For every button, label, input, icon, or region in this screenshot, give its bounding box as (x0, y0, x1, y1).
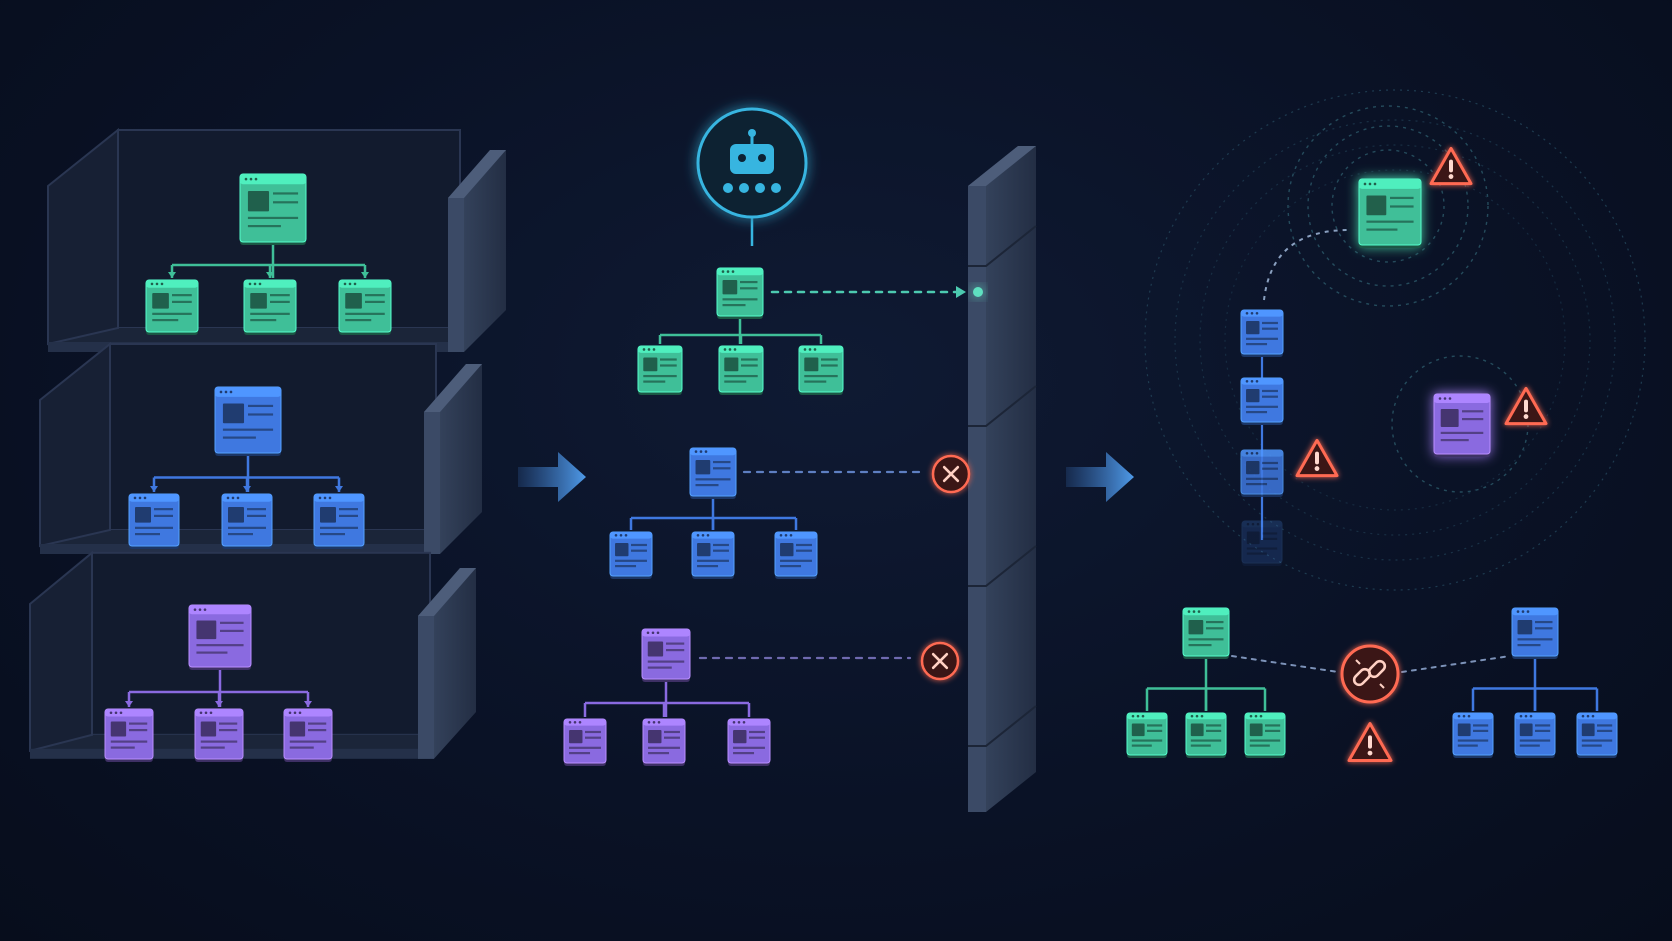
x-circle-icon (920, 641, 960, 681)
tree-connector (629, 496, 798, 530)
page-card-icon (214, 386, 282, 456)
tree-connector (583, 679, 751, 717)
page-card-icon (243, 279, 297, 335)
page-card-icon (689, 447, 737, 499)
page-card-icon (609, 531, 653, 579)
tree-connector (125, 667, 312, 707)
page-card-icon (691, 531, 735, 579)
allowed-arrow-head (956, 286, 966, 298)
page-card-icon (128, 493, 180, 549)
orphan-path (1263, 229, 1351, 301)
broken-link-path (1401, 655, 1511, 673)
page-card-icon (1358, 178, 1422, 248)
page-card-icon (1244, 712, 1286, 758)
page-card-icon (641, 628, 691, 682)
page-card-icon (637, 345, 683, 395)
page-card-icon (145, 279, 199, 335)
page-card-icon (1240, 377, 1284, 425)
entry-dot (973, 287, 983, 297)
page-card-icon (1514, 712, 1556, 758)
page-card-icon (1185, 712, 1227, 758)
page-card-icon (1511, 607, 1559, 659)
broken-link-path (1231, 655, 1339, 673)
page-card-icon (283, 708, 333, 762)
icons-layer (696, 107, 1548, 762)
page-card-icon (338, 279, 392, 335)
page-card-icon (642, 718, 686, 766)
tree-connector (1145, 656, 1267, 711)
warning-triangle-icon (1295, 438, 1339, 478)
page-card-icon (716, 267, 764, 319)
links-layer (125, 217, 1599, 717)
page-card-icon (1433, 393, 1491, 457)
page-card-icon (718, 345, 764, 395)
page-card-icon (1452, 712, 1494, 758)
warning-triangle-icon (1504, 386, 1548, 426)
page-card-icon (188, 604, 252, 670)
nodes-layer (104, 173, 1618, 766)
page-card-icon (774, 531, 818, 579)
page-card-icon (1240, 309, 1284, 357)
page-card-icon (727, 718, 771, 766)
page-card-icon (313, 493, 365, 549)
page-card-icon (1126, 712, 1168, 758)
page-card-icon (1241, 520, 1283, 566)
shelf-bottom (29, 550, 476, 759)
arrow-right-icon (518, 452, 586, 502)
page-card-icon (194, 708, 244, 762)
page-card-icon (239, 173, 307, 245)
page-card-icon (563, 718, 607, 766)
page-card-icon (1576, 712, 1618, 758)
page-card-icon (104, 708, 154, 762)
x-circle-icon (931, 454, 971, 494)
broken-link-icon (1340, 644, 1400, 704)
page-card-icon (798, 345, 844, 395)
tree-connector (168, 242, 369, 278)
arrow-right-icon (1066, 452, 1134, 502)
robot-icon (696, 107, 808, 219)
tree-connector (658, 316, 823, 344)
crawler-wall (968, 146, 1037, 812)
page-card-icon (1182, 607, 1230, 659)
range-rings (1144, 89, 1646, 591)
tree-connector (1471, 656, 1599, 711)
warning-triangle-icon (1429, 146, 1473, 186)
tree-connector (150, 453, 343, 492)
page-card-icon (1240, 449, 1284, 497)
page-card-icon (221, 493, 273, 549)
warning-triangle-icon (1347, 722, 1393, 762)
